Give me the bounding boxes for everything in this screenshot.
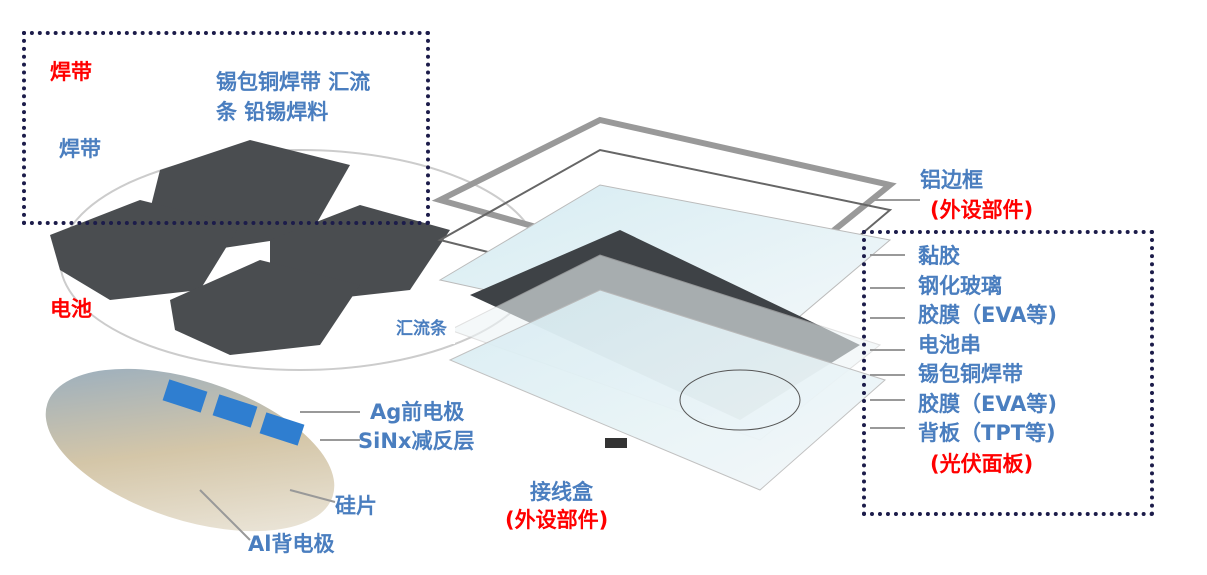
junction-box-note: (外设部件) xyxy=(505,508,609,532)
junction-box-label: 接线盒 xyxy=(530,480,593,504)
front-electrode-label: Ag前电极 xyxy=(370,400,465,424)
frame-note: (外设部件) xyxy=(930,198,1034,222)
pv-panel-note: (光伏面板) xyxy=(930,452,1034,476)
busbar-label: 汇流条 xyxy=(388,315,455,344)
solder-ribbon-materials-1: 锡包铜焊带 汇流 xyxy=(216,70,371,94)
frame-label: 铝边框 xyxy=(920,168,983,192)
layer-ribbon: 锡包铜焊带 xyxy=(918,362,1023,386)
cell-label: 电池 xyxy=(50,297,92,321)
layer-backsheet: 背板（TPT等) xyxy=(918,421,1056,445)
panel-layer-list: 黏胶 钢化玻璃 胶膜（EVA等) 电池串 锡包铜焊带 胶膜（EVA等) 背板（T… xyxy=(918,242,1057,449)
solder-ribbon-label: 焊带 xyxy=(55,135,105,164)
pv-panel-layers-box xyxy=(862,230,1154,516)
solder-ribbon-box xyxy=(22,31,430,225)
solder-ribbon-materials-2: 条 铅锡焊料 xyxy=(216,100,329,124)
wafer-label: 硅片 xyxy=(335,494,377,518)
junction-box-shape xyxy=(605,438,627,448)
layer-tempered-glass: 钢化玻璃 xyxy=(918,273,1002,298)
layer-eva-bottom: 胶膜（EVA等) xyxy=(918,391,1058,416)
layer-cell-string: 电池串 xyxy=(918,332,981,357)
antireflection-layer-label: SiNx减反层 xyxy=(358,429,475,453)
solder-ribbon-title: 焊带 xyxy=(50,60,92,84)
layer-eva-top: 胶膜（EVA等) xyxy=(918,303,1058,327)
cell-cross-section xyxy=(45,368,335,532)
layer-adhesive: 黏胶 xyxy=(918,244,960,268)
back-electrode-label: Al背电极 xyxy=(248,532,335,556)
